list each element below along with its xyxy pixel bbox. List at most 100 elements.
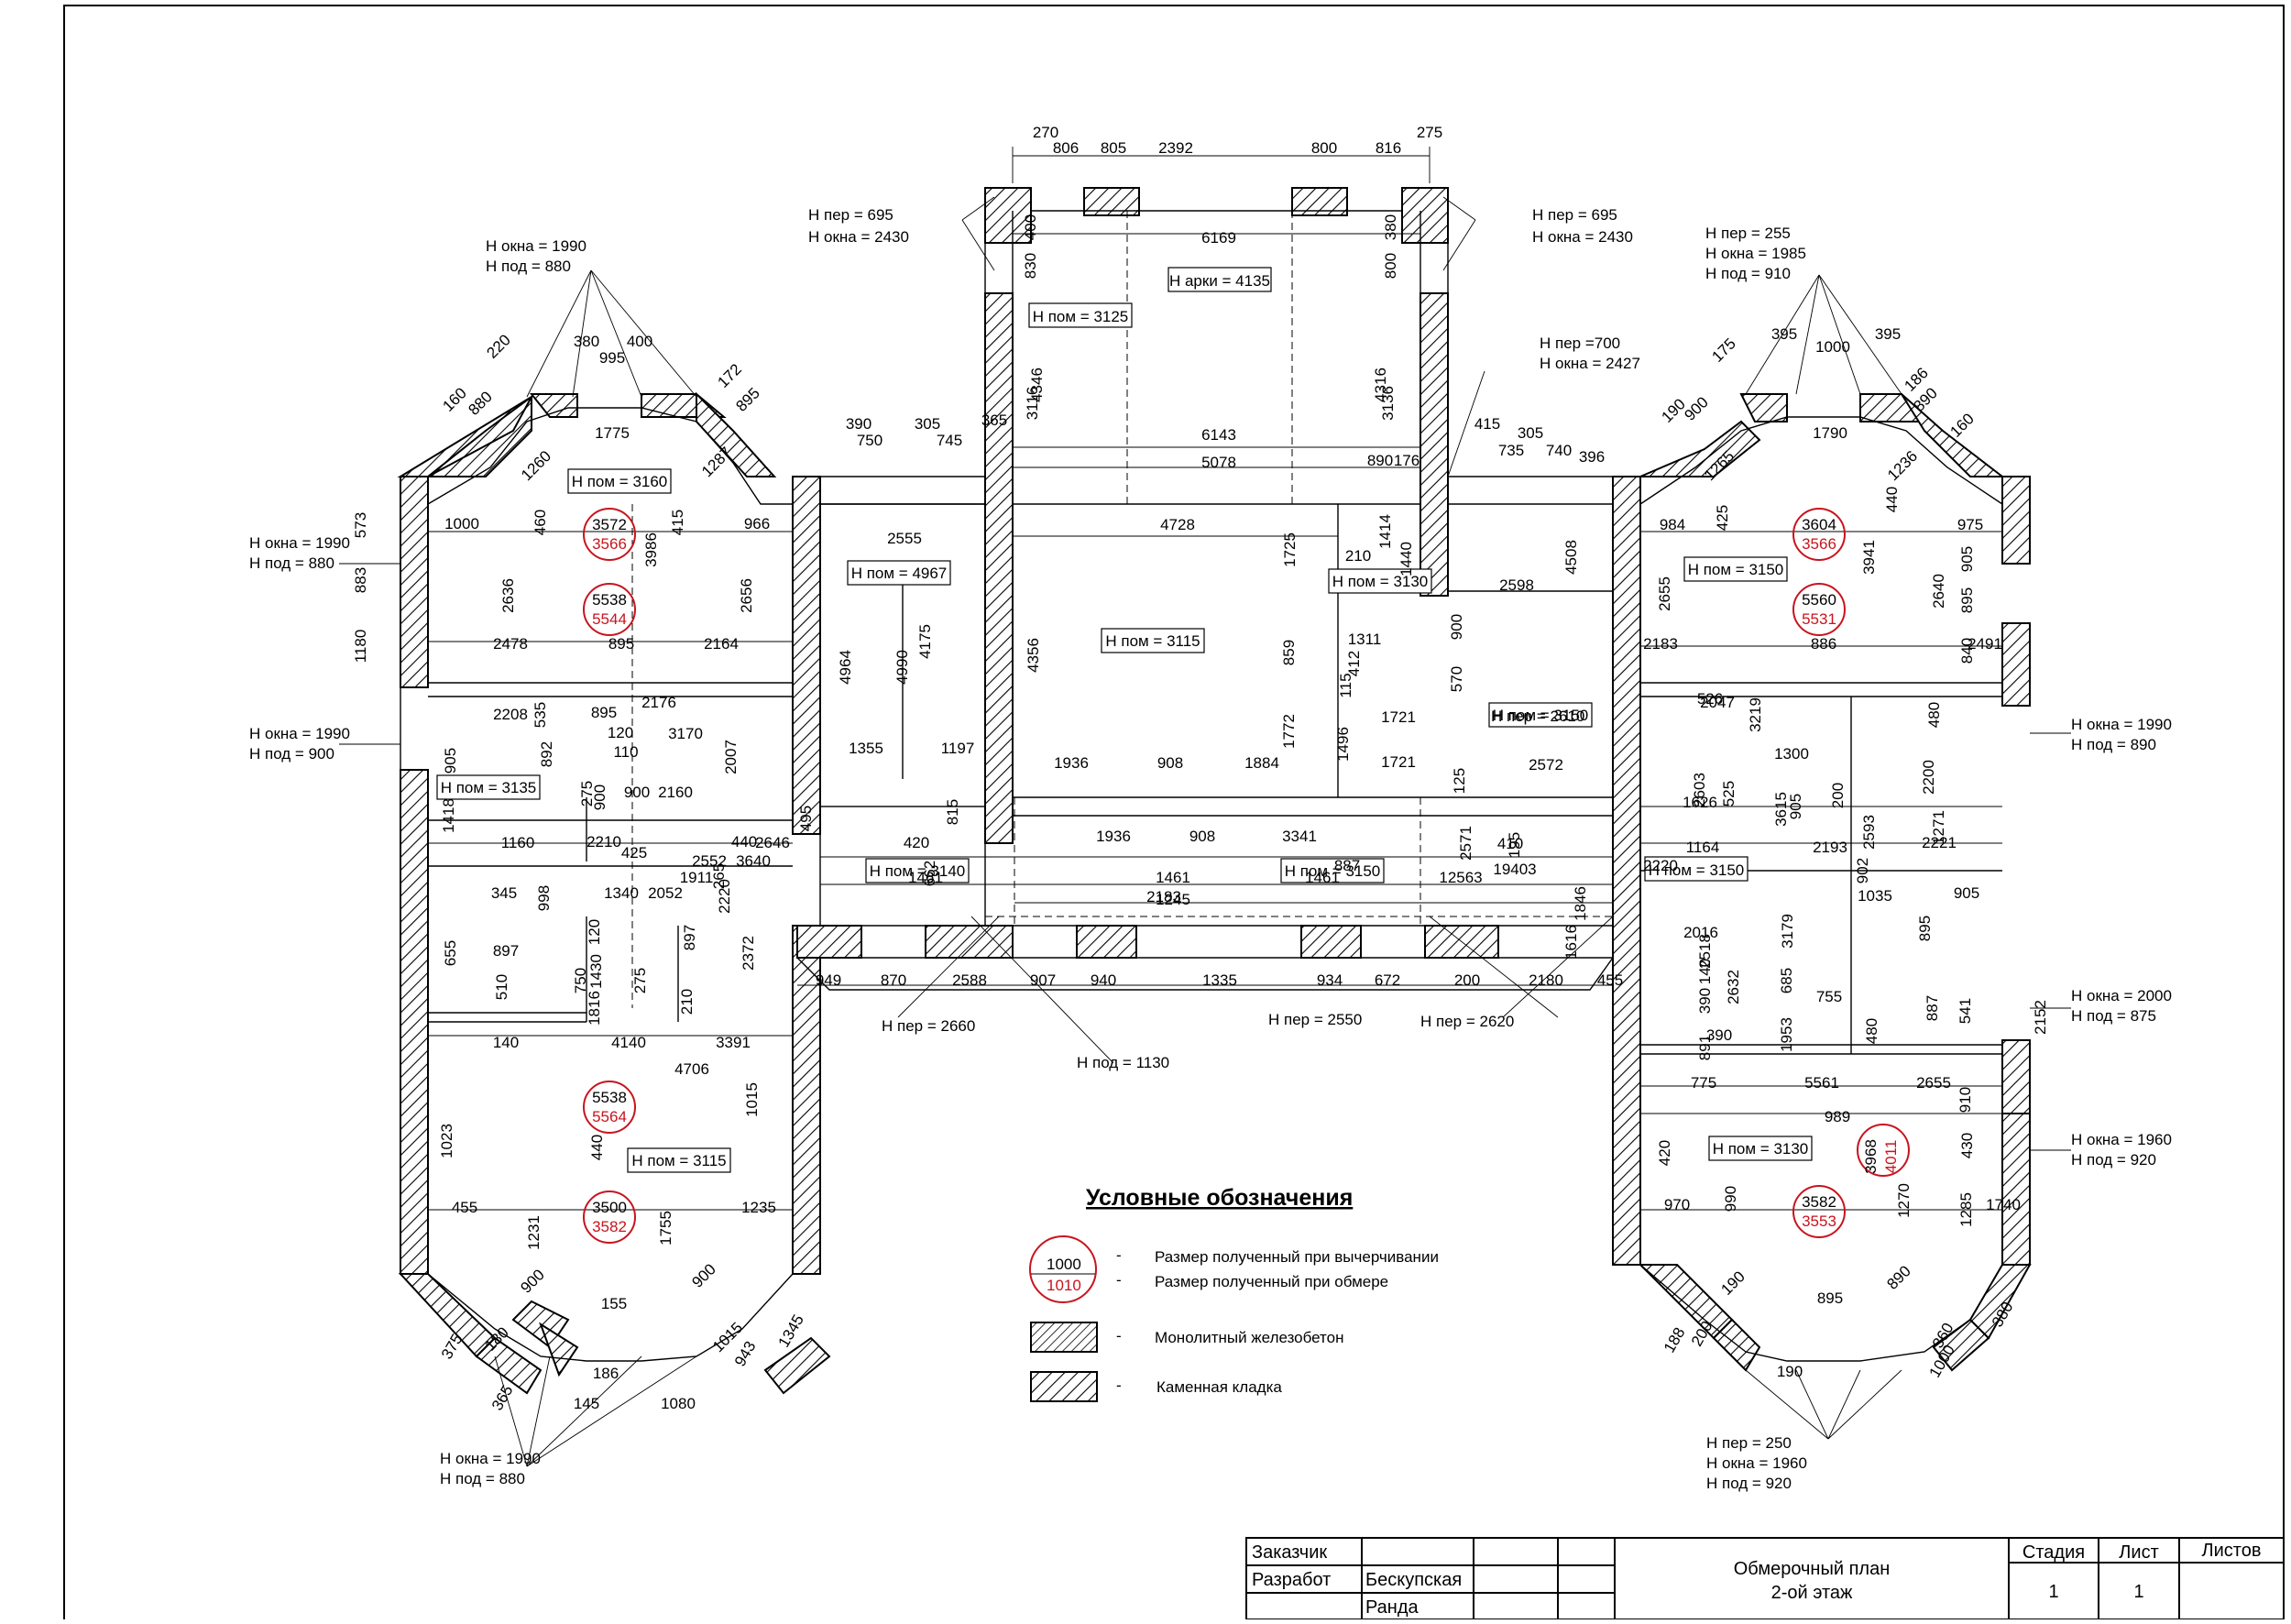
dimension-label: 1461 (1305, 869, 1340, 886)
dimension-label: 662 (921, 861, 938, 886)
window-label: Н окна = 1985 (1705, 245, 1806, 262)
window-label: Н окна = 1960 (2071, 1131, 2172, 1148)
room-label: Н пом = 3150 (1649, 861, 1745, 879)
dimension-label: 420 (1656, 1140, 1673, 1166)
dimension-label: 1911 (680, 869, 714, 886)
window-label: Н под = 910 (1705, 265, 1791, 282)
measured-dimension: 3553 (1802, 1213, 1836, 1230)
legend-swatch-concrete (1030, 1322, 1098, 1353)
dimension-label: 425 (1714, 505, 1731, 531)
dimension-label: 2646 (755, 834, 790, 851)
dimension-label: 910 (1957, 1087, 1974, 1113)
customer-label: Заказчик (1252, 1542, 1327, 1563)
window-label: Н под = 890 (2071, 736, 2156, 753)
dimension-label: 897 (681, 925, 698, 950)
dimension-label: 3170 (668, 725, 703, 742)
dimension-label: 943 (731, 1338, 760, 1369)
dimension-label: 902 (1854, 858, 1871, 883)
drawing-title-1: Обмерочный план (1734, 1559, 1891, 1579)
window-label: Н пер = 695 (808, 206, 893, 224)
dimension-label: 1340 (604, 884, 639, 902)
dimension-label: 4175 (916, 624, 934, 659)
drawn-dimension: 5560 (1802, 591, 1836, 609)
measured-dimension: 4011 (1882, 1140, 1900, 1174)
legend-item-4: Каменная кладка (1156, 1378, 1282, 1396)
dimension-label: 200 (1454, 971, 1480, 989)
window-label: Н под = 920 (1706, 1475, 1792, 1492)
dimension-label: 1260 (518, 447, 554, 484)
dimension-label: 815 (944, 799, 961, 825)
dimension-label: 998 (535, 885, 553, 911)
dimension-label: 2220 (716, 879, 733, 914)
dimension-label: 1884 (1244, 754, 1279, 772)
dimension-label: 750 (857, 432, 882, 449)
drawn-dimension: 5538 (592, 1089, 627, 1106)
measure-circles (583, 508, 1910, 1303)
dimension-label: 2164 (704, 635, 739, 653)
window-label: Н под = 900 (249, 745, 334, 763)
dimension-label: 2655 (1656, 576, 1673, 611)
dimension-label: 984 (1660, 516, 1685, 533)
dimension-label: 400 (1022, 214, 1039, 240)
window-label: Н под = 880 (249, 554, 334, 572)
dimension-label: 120 (608, 724, 633, 741)
dimension-label: 895 (1916, 916, 1934, 941)
dimension-label: 895 (591, 704, 617, 721)
dimension-label: 840 (1958, 638, 1976, 664)
dimension-label: 140 (493, 1034, 519, 1051)
dimension-label: 1721 (1381, 708, 1416, 726)
window-label: Н под = 880 (486, 258, 571, 275)
room-label: Н пом = 3135 (441, 779, 537, 796)
dimension-label: 425 (621, 844, 647, 861)
room-label: Н пом = 4967 (851, 565, 948, 582)
dimension-label: 1245 (1156, 891, 1190, 908)
dimension-label: 905 (1958, 546, 1976, 572)
dimension-label: 1235 (741, 1199, 776, 1216)
dimension-label: 3640 (736, 852, 771, 870)
drawn-dimension: 3968 (1862, 1139, 1880, 1174)
dimension-label: 2047 (1700, 694, 1735, 711)
measured-dimension: 5531 (1802, 610, 1836, 628)
legend-title: Условные обозначения (1086, 1185, 1353, 1211)
dimension-label: 1000 (1815, 338, 1850, 356)
measured-dimension: 5544 (592, 610, 627, 628)
dimension-label: 1953 (1778, 1017, 1795, 1052)
dimension-label: 4508 (1562, 540, 1580, 575)
legend-sample-drawn: 1000 (1047, 1256, 1081, 1273)
dimension-label: 4964 (837, 650, 854, 685)
dimension-label: 886 (1811, 635, 1836, 653)
dimension-label: 775 (1691, 1074, 1716, 1092)
dimension-label: 1725 (1281, 532, 1299, 567)
dimension-label: 4346 (1028, 368, 1046, 402)
opening-label: Н пер = 2550 (1268, 1011, 1362, 1028)
dimension-label: 750 (572, 968, 589, 993)
dimension-label: 2160 (658, 784, 693, 801)
dimension-label: 934 (1317, 971, 1343, 989)
top-dimension: 805 (1101, 139, 1126, 157)
dimension-label: 2176 (641, 694, 676, 711)
dimension-label: 2200 (1920, 760, 1937, 795)
room-label: Н пом = 3140 (870, 862, 966, 880)
dimension-label: 755 (1816, 988, 1842, 1005)
dimension-label: 1414 (1376, 514, 1394, 549)
dimension-label: 1164 (1686, 839, 1720, 856)
drawing-title-2: 2-ой этаж (1771, 1583, 1853, 1603)
dimension-label: 2640 (1930, 574, 1947, 609)
stage-value: 1 (2048, 1582, 2058, 1602)
dimension-label: 115 (1337, 673, 1354, 697)
dimension-label: 887 (1334, 857, 1360, 874)
dimension-label: 440 (588, 1135, 606, 1160)
window-label: Н пер = 695 (1532, 206, 1617, 224)
dimension-label: 460 (532, 510, 549, 535)
top-dimension: 816 (1376, 139, 1401, 157)
window-label: Н окна = 2000 (2071, 987, 2172, 1004)
dimension-label: 892 (538, 741, 555, 767)
dimension-label: 890 (1367, 452, 1393, 469)
dimension-label: 210 (678, 989, 696, 1015)
dimension-label: 412 (1345, 651, 1363, 676)
dimension-label: 990 (1722, 1186, 1739, 1212)
dimension-label: 5078 (1201, 454, 1236, 471)
dimension-label: 440 (1883, 487, 1901, 512)
dimension-label: 275 (578, 781, 596, 807)
